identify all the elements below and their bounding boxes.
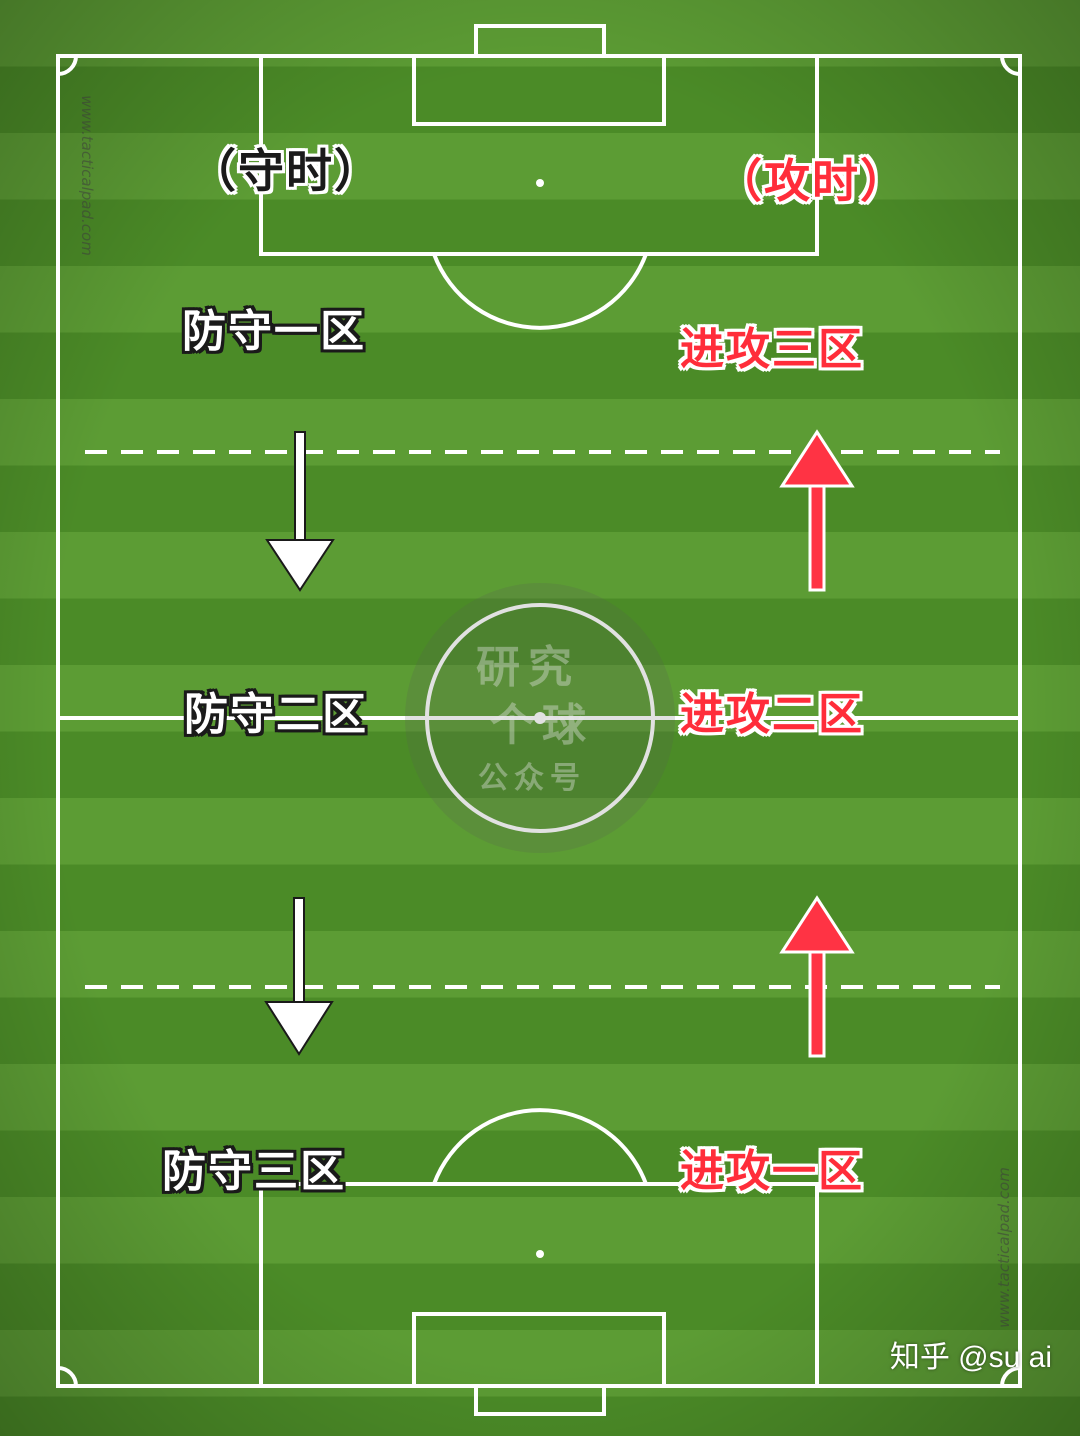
defense-phase-label: （守时） bbox=[190, 144, 382, 198]
attack-zone-3-label: 进攻三区 bbox=[680, 324, 864, 375]
attack-arrow-upper bbox=[779, 429, 855, 592]
top-penalty-arc bbox=[432, 253, 648, 330]
bottom-penalty-arc bbox=[432, 1108, 648, 1185]
attack-zone-1-label: 进攻一区 bbox=[680, 1146, 864, 1197]
bottom-penalty-spot bbox=[536, 1250, 544, 1258]
top-penalty-spot bbox=[536, 179, 544, 187]
defense-arrow-upper bbox=[265, 431, 335, 592]
watermark-seal bbox=[405, 583, 675, 853]
watermark-line-1: 研究 bbox=[476, 642, 580, 693]
attack-zone-2-label: 进攻二区 bbox=[680, 689, 864, 740]
center-spot bbox=[534, 712, 546, 724]
corner-arc-br bbox=[1000, 1366, 1021, 1387]
defense-arrow-lower bbox=[264, 897, 334, 1056]
site-mark-right: www.tacticalpad.com bbox=[994, 1167, 1013, 1328]
site-mark-left: www.tacticalpad.com bbox=[77, 95, 96, 256]
defense-zone-3-label: 防守三区 bbox=[162, 1146, 346, 1197]
attack-arrow-lower bbox=[779, 895, 855, 1058]
corner-arc-tl bbox=[57, 55, 78, 76]
top-goal-area bbox=[412, 54, 666, 126]
defense-zone-1-label: 防守一区 bbox=[182, 306, 366, 357]
bottom-goal-area bbox=[412, 1312, 666, 1388]
corner-arc-tr bbox=[1000, 55, 1021, 76]
author-credit: 知乎 @su ai bbox=[889, 1341, 1052, 1374]
watermark-line-2: 个球 bbox=[490, 700, 594, 751]
center-circle bbox=[425, 603, 655, 833]
pitch-lines bbox=[56, 24, 1022, 1416]
corner-arc-bl bbox=[57, 1366, 78, 1387]
defense-zone-2-label: 防守二区 bbox=[184, 689, 368, 740]
attack-phase-label: （攻时） bbox=[716, 154, 908, 208]
watermark-line-3: 公众号 bbox=[478, 761, 586, 796]
